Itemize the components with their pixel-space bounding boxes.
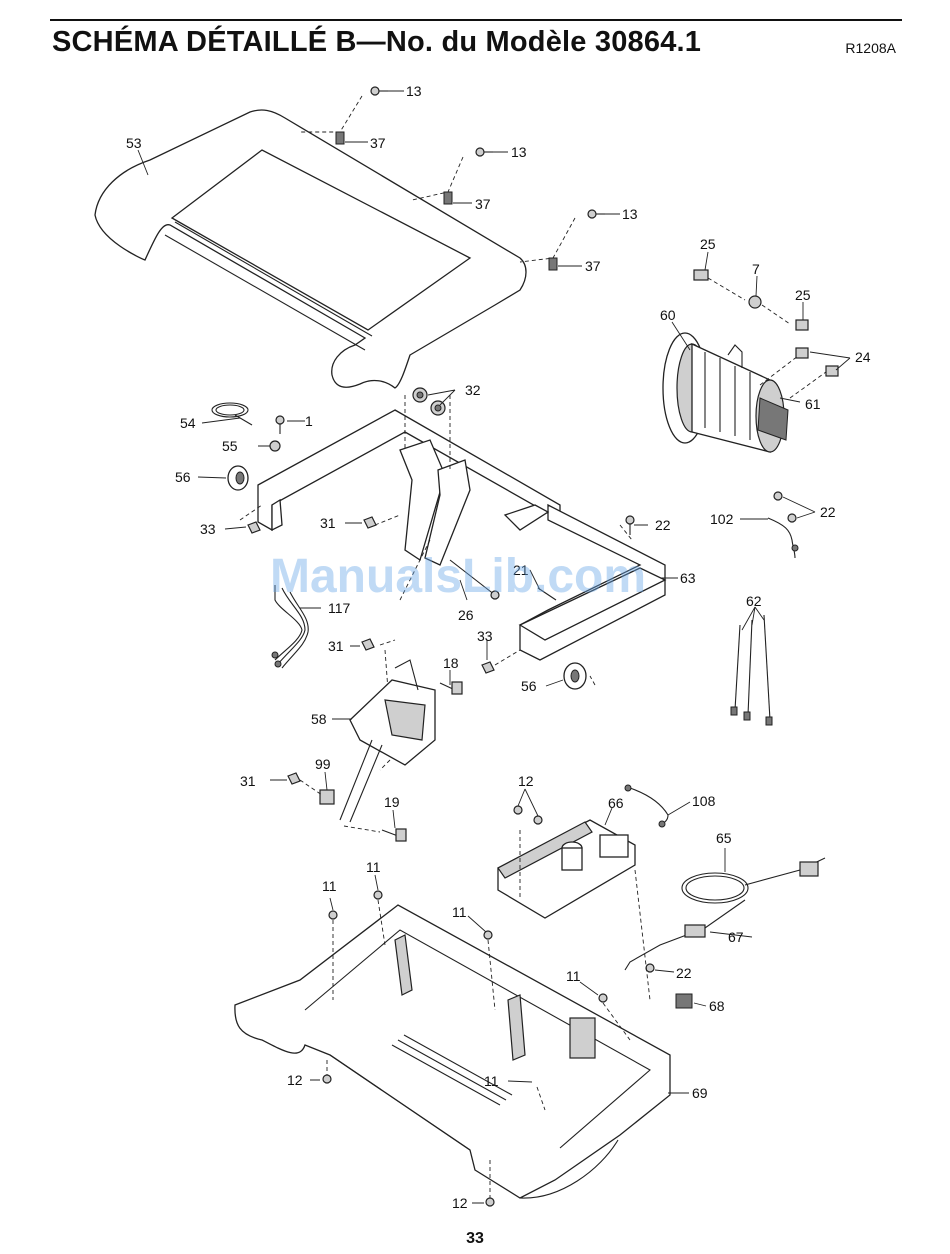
callout-22-a: 22 (655, 517, 671, 533)
callout-11-b: 11 (366, 859, 381, 875)
drive-motor-part (663, 333, 788, 452)
callout-25-b: 25 (795, 287, 811, 303)
motor-bolt-24-b-part (826, 366, 838, 376)
page-number: 33 (0, 1230, 950, 1248)
foot-screw-12-b-part (323, 1075, 331, 1083)
callout-102: 102 (710, 511, 734, 527)
wire-108-part (625, 785, 668, 827)
callout-12-a: 12 (518, 773, 534, 789)
callout-31-a: 31 (320, 515, 336, 531)
callout-66: 66 (608, 795, 624, 811)
callout-56-b: 56 (521, 678, 537, 694)
motor-hood-part (95, 110, 526, 388)
callout-108: 108 (692, 793, 716, 809)
spacer-99-part (320, 790, 334, 804)
callout-7: 7 (752, 261, 760, 277)
screw-11-c-part (484, 931, 492, 939)
cable-54-part (212, 403, 252, 425)
callout-13-b: 13 (511, 144, 527, 160)
callout-11-a: 11 (322, 878, 337, 894)
clip-55-part (270, 441, 280, 451)
callout-25-a: 25 (700, 236, 716, 252)
callout-61: 61 (805, 396, 821, 412)
callout-65: 65 (716, 830, 732, 846)
callout-11-c: 11 (452, 904, 467, 920)
nut-33-b-part (482, 662, 494, 673)
callout-12-b: 12 (287, 1072, 303, 1088)
motor-bolt-25-b-part (796, 320, 808, 330)
controller-board-66-part (498, 820, 635, 918)
callout-69: 69 (692, 1085, 708, 1101)
callout-53: 53 (126, 135, 142, 151)
callout-68: 68 (709, 998, 725, 1014)
callout-58: 58 (311, 711, 327, 727)
callout-37-b: 37 (475, 196, 491, 212)
nut-32-a-part (413, 388, 427, 402)
wheel-56-a-part (228, 466, 248, 490)
callout-63: 63 (680, 570, 696, 586)
screw-13-b-part (476, 148, 493, 156)
watermark: ManualsLib.com (270, 550, 646, 603)
cord-connector-67-part (625, 900, 745, 970)
callout-11-d: 11 (566, 968, 581, 984)
screw-13-c-part (588, 210, 605, 218)
clip-37-c-part (549, 258, 557, 270)
callout-12-c: 12 (452, 1195, 468, 1211)
callout-1: 1 (305, 413, 313, 429)
bolt-18-part (440, 682, 462, 694)
nut-31-b-part (362, 639, 374, 650)
callout-13-a: 13 (406, 83, 422, 99)
callout-55: 55 (222, 438, 238, 454)
wheel-56-b-part (564, 663, 586, 689)
callout-18: 18 (443, 655, 459, 671)
callout-56-a: 56 (175, 469, 191, 485)
callout-19: 19 (384, 794, 400, 810)
callout-54: 54 (180, 415, 196, 431)
screw-13-a-part (371, 87, 388, 95)
callout-31-b: 31 (328, 638, 344, 654)
callout-37-c: 37 (585, 258, 601, 274)
screw-1-part (276, 416, 284, 434)
screw-11-a-part (329, 911, 337, 919)
motor-bolt-24-a-part (796, 348, 808, 358)
callout-99: 99 (315, 756, 331, 772)
callout-33-a: 33 (200, 521, 216, 537)
nut-31-a-part (364, 517, 376, 528)
callout-60: 60 (660, 307, 676, 323)
callout-37-a: 37 (370, 135, 386, 151)
callout-13-c: 13 (622, 206, 638, 222)
callout-67: 67 (728, 929, 744, 945)
callout-32: 32 (465, 382, 481, 398)
screw-11-d-part (599, 994, 607, 1002)
motor-bolt-25-a-part (694, 270, 708, 280)
callout-22-c: 22 (676, 965, 692, 981)
callout-11-e: 11 (484, 1073, 499, 1089)
callout-26: 26 (458, 607, 474, 623)
bolt-19-part (382, 829, 406, 841)
nut-32-b-part (431, 401, 445, 415)
callout-22-b: 22 (820, 504, 836, 520)
callout-24: 24 (855, 349, 871, 365)
foot-screw-12-c-part (486, 1198, 494, 1206)
cable-ties-62-part (731, 615, 772, 725)
callout-33-b: 33 (477, 628, 493, 644)
base-housing-69-part (235, 905, 670, 1198)
screw-11-b-part (374, 891, 382, 899)
clip-37-a-part (336, 132, 344, 144)
nut-31-c-part (288, 773, 300, 784)
power-cord-65-part (682, 858, 825, 903)
callout-31-c: 31 (240, 773, 256, 789)
screw-22-a-part (626, 516, 634, 535)
clip-37-b-part (444, 192, 452, 204)
switch-68-part (676, 994, 692, 1008)
motor-washer-7-part (749, 296, 761, 308)
nut-33-a-part (248, 522, 260, 533)
callout-62: 62 (746, 593, 762, 609)
screw-22-c-part (646, 964, 654, 972)
